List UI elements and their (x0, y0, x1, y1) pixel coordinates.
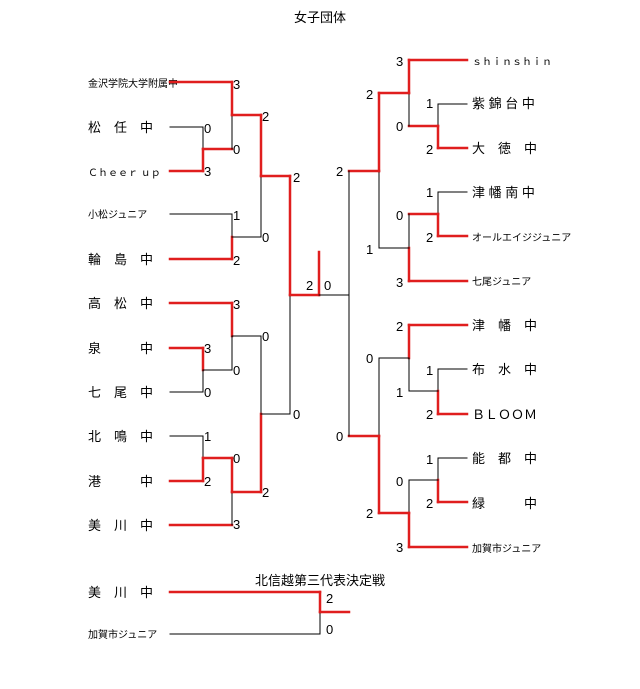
bracket-title: 女子団体 (294, 10, 346, 25)
team-label: 加賀市ジュニア (472, 542, 541, 555)
match-score: 3 (396, 54, 403, 69)
left-scores: 3 0 0 3 2 1 0 2 3 3 0 0 0 1 0 2 2 3 2 0 … (204, 77, 313, 532)
match-score: 1 (204, 429, 211, 444)
team-label: 港 中 (88, 474, 153, 489)
match-score: 0 (396, 119, 403, 134)
team-label: 七 尾 中 (88, 385, 153, 400)
match-score: 0 (336, 429, 343, 444)
match-score: 3 (396, 540, 403, 555)
match-score: 3 (204, 164, 211, 179)
team-label: オールエイジジュニア (472, 232, 571, 244)
match-score: 1 (366, 242, 373, 257)
match-score: 2 (336, 164, 343, 179)
team-label: 能 都 中 (472, 451, 537, 466)
team-label: 美 川 中 (88, 518, 153, 533)
team-label: 布 水 中 (472, 362, 537, 377)
team-label: 七尾ジュニア (472, 276, 531, 288)
team-label: 松 任 中 (88, 120, 153, 135)
match-score: 2 (366, 506, 373, 521)
match-score: 3 (233, 77, 240, 92)
team-label: ｓｈｉｎｓｈｉｎ (472, 56, 552, 68)
left-team-list: 金沢学院大学附属中 松 任 中 Ｃｈｅｅｒ ｕｐ 小松ジュニア 輪 島 中 高 … (88, 77, 178, 533)
team-label: ＢＬＯＯＭ (472, 407, 537, 422)
match-score: 1 (233, 208, 240, 223)
team-label: 緑 中 (472, 496, 537, 511)
match-score: 0 (366, 351, 373, 366)
team-label: 北 鳴 中 (88, 429, 153, 444)
match-score: 2 (426, 407, 433, 422)
match-score: 0 (233, 142, 240, 157)
match-score: 1 (426, 185, 433, 200)
match-score: 2 (426, 230, 433, 245)
final-score-left: 2 (306, 278, 313, 293)
match-score: 3 (233, 297, 240, 312)
match-score: 2 (366, 87, 373, 102)
match-score: 2 (204, 474, 211, 489)
team-label: Ｃｈｅｅｒ ｕｐ (88, 167, 161, 179)
team-label: 津 幡 中 (472, 318, 537, 333)
match-score: 0 (396, 474, 403, 489)
match-score: 0 (233, 363, 240, 378)
match-score: 1 (426, 96, 433, 111)
team-label: 輪 島 中 (88, 252, 153, 267)
team-label: 津 幡 南 中 (472, 185, 535, 200)
team-label: 紫 錦 台 中 (472, 96, 535, 111)
final-score-right: 0 (324, 278, 331, 293)
right-team-list: ｓｈｉｎｓｈｉｎ 紫 錦 台 中 大 徳 中 津 幡 南 中 オールエイジジュニ… (472, 56, 571, 555)
match-score: 2 (262, 485, 269, 500)
playoff-team-label: 美 川 中 (88, 585, 153, 600)
match-score: 1 (396, 385, 403, 400)
match-score: 1 (426, 363, 433, 378)
team-label: 小松ジュニア (88, 208, 147, 221)
team-label: 泉 中 (88, 341, 153, 356)
match-score: 0 (293, 407, 300, 422)
match-score: 1 (426, 452, 433, 467)
match-score: 0 (233, 451, 240, 466)
playoff-score: 2 (326, 591, 333, 606)
playoff-team-label: 加賀市ジュニア (88, 628, 157, 641)
match-score: 2 (262, 109, 269, 124)
team-label: 大 徳 中 (472, 141, 537, 156)
playoff-score: 0 (326, 622, 333, 637)
match-score: 2 (426, 496, 433, 511)
match-score: 0 (262, 230, 269, 245)
match-score: 2 (233, 253, 240, 268)
bracket-lines (168, 58, 469, 635)
match-score: 3 (233, 517, 240, 532)
match-score: 2 (426, 142, 433, 157)
match-score: 0 (204, 385, 211, 400)
match-score: 0 (204, 121, 211, 136)
match-score: 0 (262, 329, 269, 344)
team-label: 高 松 中 (88, 296, 153, 311)
team-label: 金沢学院大学附属中 (88, 77, 178, 90)
match-score: 2 (293, 170, 300, 185)
playoff-title: 北信越第三代表決定戦 (255, 573, 385, 588)
match-score: 0 (396, 208, 403, 223)
match-score: 3 (204, 341, 211, 356)
match-score: 2 (396, 319, 403, 334)
right-scores: 3 1 0 2 2 1 0 2 1 3 2 2 1 0 1 2 1 0 2 3 … (324, 54, 433, 555)
match-score: 3 (396, 275, 403, 290)
